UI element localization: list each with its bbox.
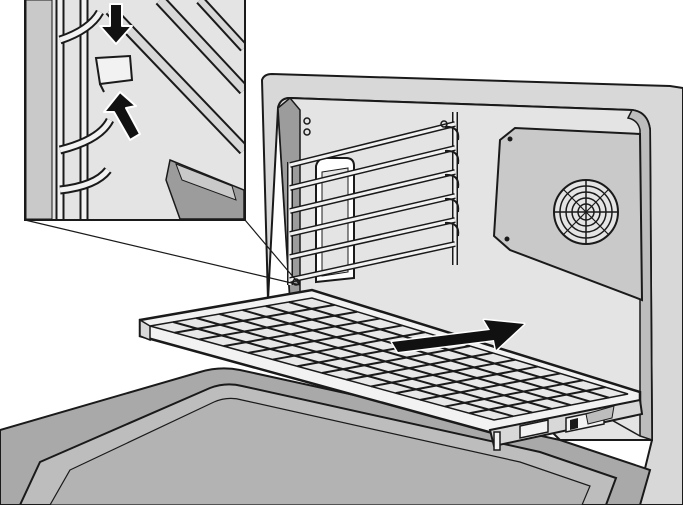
callout-lines bbox=[25, 220, 300, 285]
fan-icon bbox=[554, 180, 618, 244]
detail-inset bbox=[25, 0, 245, 220]
